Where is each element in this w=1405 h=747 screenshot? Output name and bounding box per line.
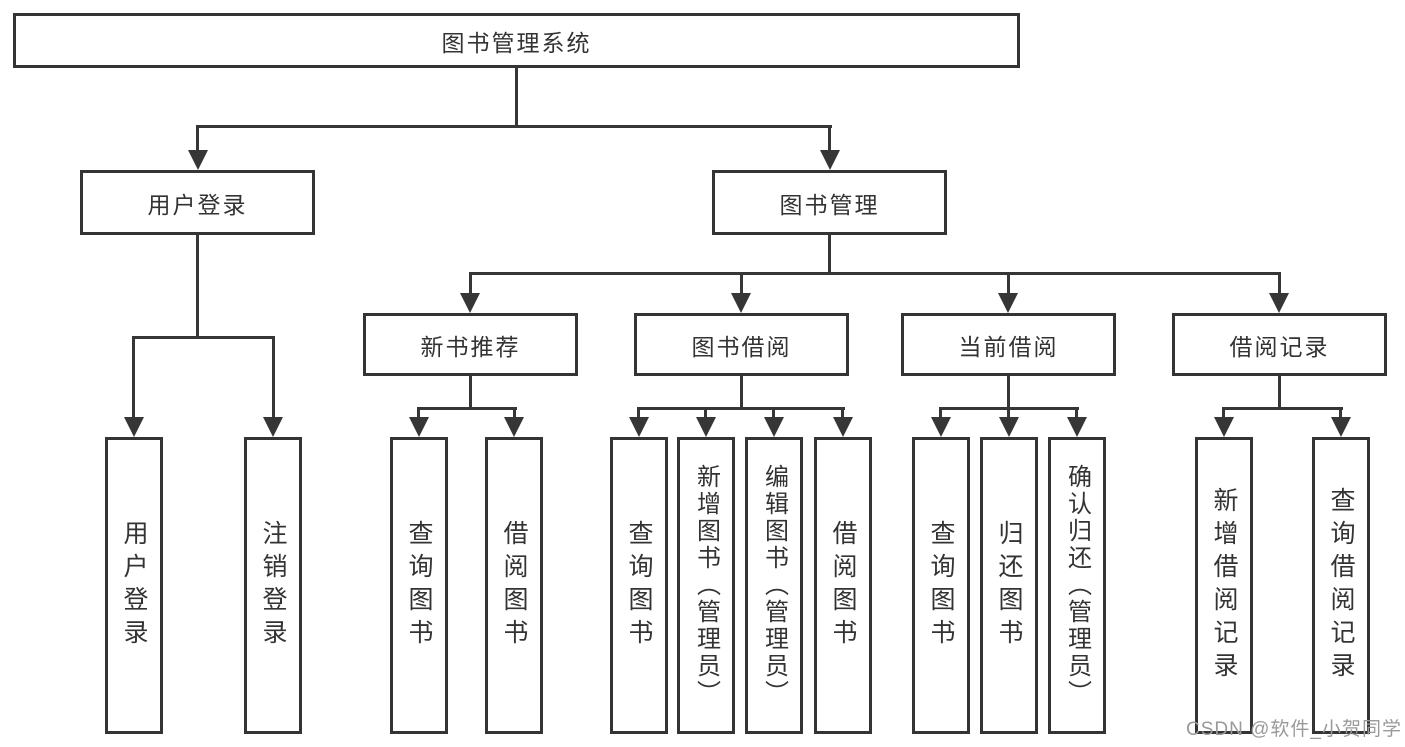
connector-book-borrowing-stem bbox=[740, 376, 743, 409]
leaf-borrow-books-borrowing: 借阅图书 bbox=[814, 437, 872, 734]
connector-user-login-stem bbox=[196, 235, 199, 336]
node-user-login: 用户登录 bbox=[80, 170, 315, 235]
connector-root-stem bbox=[515, 68, 518, 125]
arrowhead-user-login bbox=[188, 150, 208, 170]
connector-drop-leaf-3 bbox=[637, 407, 640, 419]
connector-borrow-records-rail bbox=[1222, 407, 1343, 410]
leaf-return-books: 归还图书 bbox=[980, 437, 1038, 734]
leaf-edit-books-admin: 编辑图书（管理员） bbox=[745, 437, 803, 734]
arrowhead-logout-leaf bbox=[263, 417, 283, 437]
leaf-query-borrow-record: 查询借阅记录 bbox=[1312, 437, 1370, 734]
connector-drop-leaf-11 bbox=[1339, 407, 1342, 419]
leaf-query-books-borrowing: 查询图书 bbox=[610, 437, 668, 734]
connector-drop-leaf-8 bbox=[1007, 407, 1010, 419]
connector-drop-logout-leaf bbox=[272, 336, 275, 419]
arrowhead-leaf-9 bbox=[1067, 417, 1087, 437]
leaf-borrow-books-recommend: 借阅图书 bbox=[485, 437, 543, 734]
arrowhead-leaf-8 bbox=[999, 417, 1019, 437]
node-new-book-recommendation: 新书推荐 bbox=[363, 313, 578, 376]
arrowhead-book-borrowing bbox=[731, 293, 751, 313]
arrowhead-book-management bbox=[820, 150, 840, 170]
connector-user-login-rail bbox=[132, 336, 275, 339]
arrowhead-leaf-7 bbox=[931, 417, 951, 437]
connector-drop-leaf-2 bbox=[513, 407, 516, 419]
connector-book-borrowing-rail bbox=[637, 407, 845, 410]
arrowhead-leaf-10 bbox=[1214, 417, 1234, 437]
csdn-watermark: CSDN @软件_小贺同学 bbox=[1186, 719, 1402, 740]
arrowhead-leaf-5 bbox=[764, 417, 784, 437]
connector-new-book-rail bbox=[417, 407, 517, 410]
connector-level3-rail bbox=[469, 272, 1281, 275]
arrowhead-new-book bbox=[460, 293, 480, 313]
connector-drop-book-management bbox=[828, 125, 831, 153]
connector-borrow-records-stem bbox=[1278, 376, 1281, 409]
connector-drop-book-borrowing bbox=[740, 272, 743, 295]
connector-current-borrowing-stem bbox=[1007, 376, 1010, 409]
connector-drop-current-borrowing bbox=[1007, 272, 1010, 295]
arrowhead-leaf-1 bbox=[409, 417, 429, 437]
arrowhead-login-leaf bbox=[124, 417, 144, 437]
arrowhead-leaf-6 bbox=[833, 417, 853, 437]
leaf-user-login: 用户登录 bbox=[105, 437, 163, 734]
arrowhead-leaf-4 bbox=[696, 417, 716, 437]
connector-drop-leaf-7 bbox=[939, 407, 942, 419]
connector-drop-new-book bbox=[469, 272, 472, 295]
leaf-add-books-admin: 新增图书（管理员） bbox=[677, 437, 735, 734]
connector-drop-login-leaf bbox=[132, 336, 135, 419]
connector-drop-leaf-4 bbox=[704, 407, 707, 419]
arrowhead-current-borrowing bbox=[998, 293, 1018, 313]
node-book-borrowing: 图书借阅 bbox=[634, 313, 849, 376]
connector-drop-user-login bbox=[196, 125, 199, 153]
connector-book-management-stem bbox=[828, 235, 831, 275]
arrowhead-leaf-3 bbox=[629, 417, 649, 437]
node-book-management: 图书管理 bbox=[712, 170, 947, 235]
leaf-add-borrow-record: 新增借阅记录 bbox=[1195, 437, 1253, 734]
connector-drop-leaf-10 bbox=[1222, 407, 1225, 419]
connector-drop-borrow-records bbox=[1278, 272, 1281, 295]
arrowhead-leaf-2 bbox=[504, 417, 524, 437]
leaf-logout: 注销登录 bbox=[244, 437, 302, 734]
leaf-query-books-current: 查询图书 bbox=[912, 437, 970, 734]
node-library-management-system: 图书管理系统 bbox=[13, 13, 1020, 68]
connector-level2-rail bbox=[196, 125, 832, 128]
connector-drop-leaf-5 bbox=[772, 407, 775, 419]
leaf-confirm-return-admin: 确认归还（管理员） bbox=[1048, 437, 1106, 734]
connector-drop-leaf-1 bbox=[417, 407, 420, 419]
arrowhead-leaf-11 bbox=[1331, 417, 1351, 437]
connector-new-book-stem bbox=[469, 376, 472, 409]
arrowhead-borrow-records bbox=[1269, 293, 1289, 313]
node-borrow-records: 借阅记录 bbox=[1172, 313, 1387, 376]
leaf-query-books-recommend: 查询图书 bbox=[390, 437, 448, 734]
node-current-borrowing: 当前借阅 bbox=[901, 313, 1116, 376]
connector-drop-leaf-6 bbox=[841, 407, 844, 419]
connector-drop-leaf-9 bbox=[1075, 407, 1078, 419]
